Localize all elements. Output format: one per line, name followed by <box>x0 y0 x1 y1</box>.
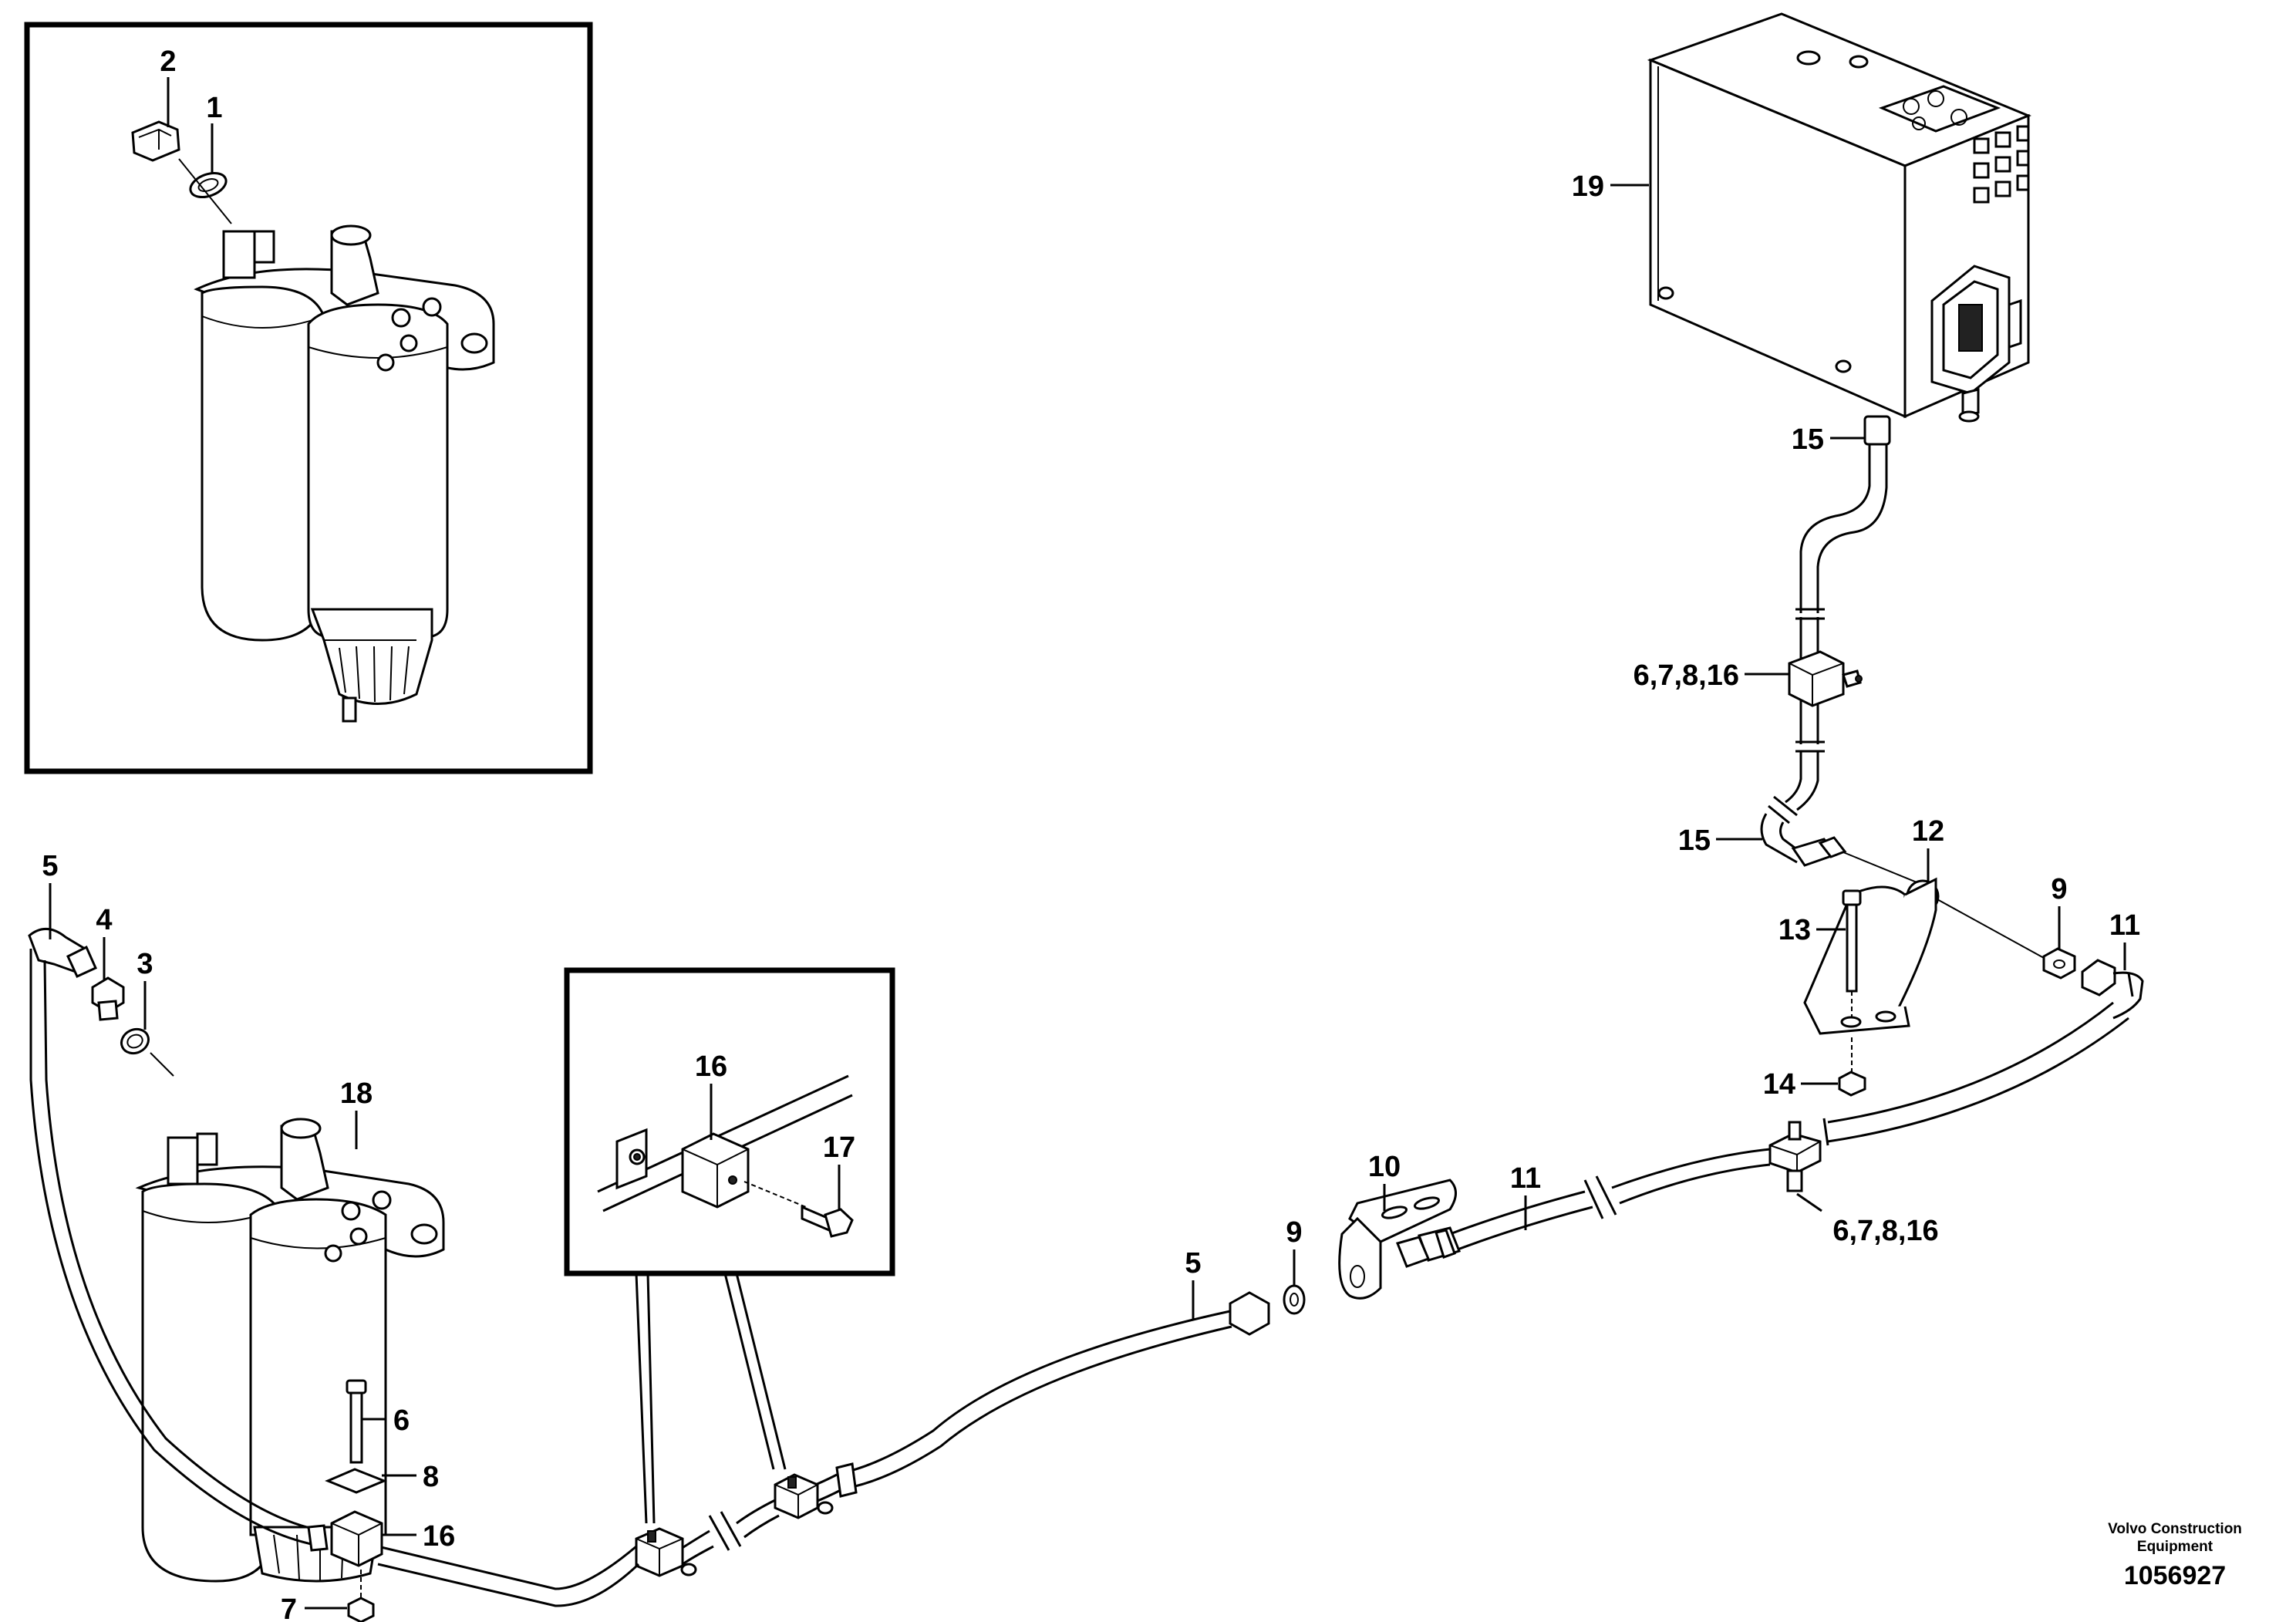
detail-frame-filter-head <box>24 22 593 774</box>
callout-6: 6 <box>393 1404 410 1437</box>
fitting-part-4 <box>91 976 125 1021</box>
callout-8: 8 <box>423 1461 439 1493</box>
document-number: 1056927 <box>2124 1561 2226 1590</box>
callout-1-top: 1 <box>206 92 222 124</box>
callout-16-detail: 16 <box>695 1050 727 1083</box>
fitting-part-15-lower <box>1791 836 1847 867</box>
detail-frame-clamp <box>564 967 895 1276</box>
callout-4: 4 <box>96 904 112 936</box>
callout-3: 3 <box>137 948 153 980</box>
nut-hose-part-5-mid <box>1229 1291 1270 1336</box>
callout-14: 14 <box>1763 1068 1795 1101</box>
callout-7: 7 <box>281 1593 297 1622</box>
clamp-bottom-center <box>635 1527 697 1577</box>
hose-end-fitting-mid <box>1395 1226 1462 1268</box>
callout-11-mid: 11 <box>1510 1162 1541 1195</box>
leader-lines <box>49 77 2126 1610</box>
hose-break-bottom <box>678 1499 780 1566</box>
bracket-part-10 <box>1338 1179 1457 1300</box>
callout-12: 12 <box>1912 815 1944 848</box>
seal-ring-part-1 <box>189 171 228 199</box>
fuel-line-ecu-drop <box>1760 415 1891 864</box>
callout-5-left: 5 <box>42 850 58 882</box>
hose-fitting-part-11-right <box>2081 959 2144 1020</box>
clamp-lower-right <box>1768 1121 1822 1192</box>
bolt-part-6 <box>346 1379 367 1464</box>
callout-9-right: 9 <box>2051 873 2067 905</box>
callout-18: 18 <box>340 1077 373 1110</box>
washer-part-9-mid <box>1283 1284 1306 1315</box>
fuel-filter-assembly-detail <box>194 224 495 723</box>
callout-5-mid: 5 <box>1185 1247 1201 1280</box>
callout-16-left: 16 <box>423 1520 455 1553</box>
clamp-mid-right <box>774 1473 834 1519</box>
callout-2-top: 2 <box>160 46 176 78</box>
brand-line-2: Equipment <box>2137 1539 2213 1555</box>
hose-bottom-run <box>377 1545 640 1607</box>
bracket-part-12 <box>1803 877 1940 1035</box>
callout-10: 10 <box>1368 1151 1401 1183</box>
plate-part-8 <box>325 1468 387 1494</box>
callout-13: 13 <box>1778 914 1811 946</box>
nut-part-7 <box>347 1570 375 1622</box>
hose-right-run <box>1822 1001 2129 1146</box>
bolt-part-13 <box>1842 889 1862 1018</box>
detail-clamp-content <box>597 1074 854 1238</box>
nut-part-14 <box>1838 1037 1866 1097</box>
hose-part-5-main <box>786 1310 1232 1512</box>
fuel-filter-assembly-part-18 <box>135 1118 445 1583</box>
callout-15-upper: 15 <box>1792 423 1824 456</box>
brand-line-1: Volvo Construction <box>2108 1521 2242 1537</box>
ecu-connector-grid <box>1973 125 2030 204</box>
callout-17: 17 <box>823 1131 855 1164</box>
hose-part-5-left <box>28 928 329 1552</box>
callout-19: 19 <box>1572 170 1604 203</box>
callout-11-right: 11 <box>2109 909 2140 942</box>
seal-ring-part-3 <box>120 1027 150 1055</box>
washer-part-9-right <box>2042 947 2076 980</box>
ecu-main-connector <box>1930 265 2022 395</box>
ecu-box-part-19 <box>1647 12 2031 423</box>
clamp-upper <box>1788 650 1863 707</box>
callout-9-mid: 9 <box>1286 1216 1302 1249</box>
callout-6-7-8-16-lower: 6,7,8,16 <box>1832 1215 1938 1247</box>
hose-part-11-mid <box>1449 1148 1771 1251</box>
clamp-part-16-left <box>330 1510 383 1567</box>
callout-15-lower: 15 <box>1678 824 1711 857</box>
callout-6-7-8-16-upper: 6,7,8,16 <box>1633 659 1739 692</box>
plug-part-2 <box>131 120 180 162</box>
